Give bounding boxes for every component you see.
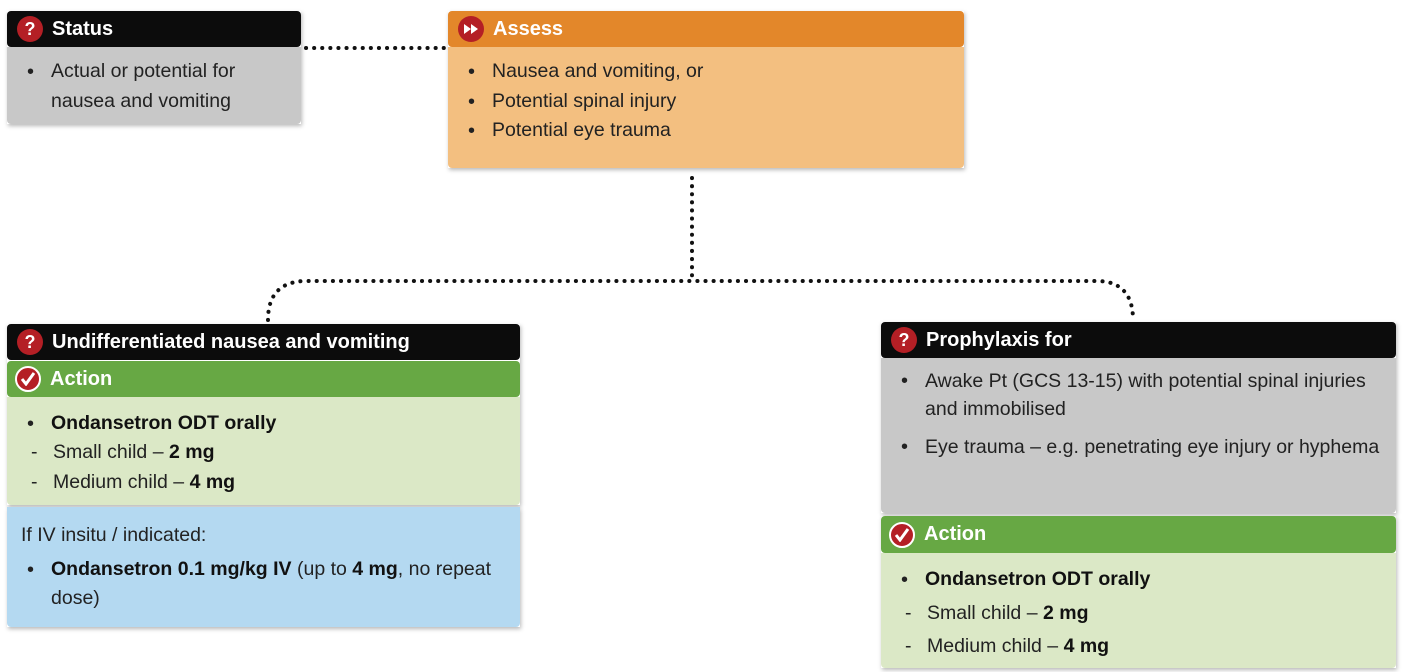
assess-item: Nausea and vomiting, or (462, 57, 950, 87)
assess-item: Potential eye trauma (462, 116, 950, 146)
iv-body: If IV insitu / indicated: Ondansetron 0.… (7, 507, 520, 627)
status-item: Actual or potential for nausea and vomit… (21, 57, 287, 116)
prophylaxis-item: Awake Pt (GCS 13-15) with potential spin… (895, 367, 1382, 424)
prophylaxis-action-title: Action (924, 523, 987, 545)
undiff-small-dose: Small child – 2 mg (21, 438, 506, 468)
assess-item: Potential spinal injury (462, 87, 950, 117)
status-title: Status (52, 17, 114, 40)
prophylaxis-body: Awake Pt (GCS 13-15) with potential spin… (881, 358, 1396, 513)
undiff-title: Undifferentiated nausea and vomiting (52, 330, 410, 353)
prophylaxis-card: ? Prophylaxis for Awake Pt (GCS 13-15) w… (881, 322, 1396, 513)
undiff-action-header: Action (7, 361, 520, 397)
checkmark-icon (15, 366, 41, 392)
assess-body: Nausea and vomiting, or Potential spinal… (448, 47, 964, 168)
prophylaxis-small-dose: Small child – 2 mg (895, 597, 1382, 631)
undiff-drug: Ondansetron ODT orally (51, 412, 277, 434)
undiff-medium-dose: Medium child – 4 mg (21, 468, 506, 498)
prophylaxis-item: Eye trauma – e.g. penetrating eye injury… (895, 433, 1382, 462)
undiff-card: ? Undifferentiated nausea and vomiting A… (7, 324, 520, 505)
prophylaxis-medium-dose: Medium child – 4 mg (895, 630, 1382, 664)
prophylaxis-title: Prophylaxis for (926, 328, 1072, 351)
status-body: Actual or potential for nausea and vomit… (7, 47, 301, 124)
iv-intro: If IV insitu / indicated: (21, 524, 207, 546)
status-card: ? Status Actual or potential for nausea … (7, 11, 301, 124)
prophylaxis-header: ? Prophylaxis for (881, 322, 1396, 358)
question-icon: ? (891, 327, 917, 353)
checkmark-icon (889, 521, 915, 548)
undiff-action-title: Action (50, 367, 113, 390)
prophylaxis-action-header: Action (881, 516, 1396, 553)
fast-forward-icon (458, 16, 484, 42)
prophylaxis-action-card: Action Ondansetron ODT orally Small chil… (881, 516, 1396, 668)
assess-header: Assess (448, 11, 964, 47)
question-icon: ? (17, 16, 43, 42)
status-header: ? Status (7, 11, 301, 47)
prophylaxis-drug: Ondansetron ODT orally (925, 568, 1151, 590)
assess-card: Assess Nausea and vomiting, or Potential… (448, 11, 964, 168)
iv-card: If IV insitu / indicated: Ondansetron 0.… (7, 507, 520, 627)
branch-connector (266, 279, 1135, 322)
assess-title: Assess (493, 17, 564, 40)
prophylaxis-action-body: Ondansetron ODT orally Small child – 2 m… (881, 553, 1396, 668)
iv-item: Ondansetron 0.1 mg/kg IV (up to 4 mg, no… (21, 555, 506, 614)
question-icon: ? (17, 329, 43, 355)
undiff-action-body: Ondansetron ODT orally Small child – 2 m… (7, 397, 520, 505)
undiff-header: ? Undifferentiated nausea and vomiting (7, 324, 520, 360)
